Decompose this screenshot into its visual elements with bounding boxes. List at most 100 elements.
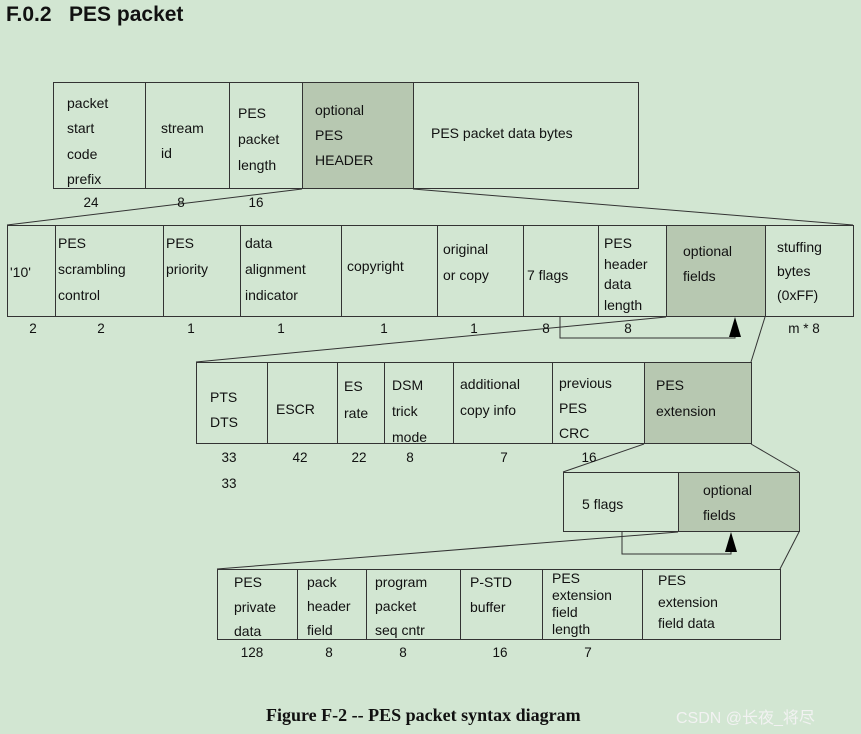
p-std-buffer-field-label-line: buffer — [470, 598, 506, 615]
five-flags-field-label-line: 5 flags — [582, 496, 624, 512]
row3-bit-width: 42 — [292, 450, 308, 465]
stream-id-field-label-line: stream — [161, 120, 204, 136]
p-std-buffer-field-label-line: P-STD — [470, 574, 512, 590]
loop-arrow-icon — [725, 532, 737, 552]
stream-id-field: stream id — [145, 82, 230, 189]
copyright-field-label-line: copyright — [347, 258, 404, 274]
pes-private-data-field-label-line: PES — [234, 574, 263, 590]
row2-bit-width: 1 — [187, 321, 195, 336]
row2-bit-width: 8 — [624, 321, 632, 336]
pes-header-data-length-field-label-line: PES — [604, 235, 633, 251]
additional-copy-info-field-label-line: additional — [460, 376, 520, 392]
expand-line-right — [779, 531, 800, 570]
pts-dts-field-label-line: DTS — [210, 414, 238, 430]
pack-header-field-label-line: field — [307, 622, 333, 638]
es-rate-field-label-line: rate — [344, 405, 369, 421]
row5-bit-width: 16 — [492, 645, 508, 660]
pes-extension-field-length-field-label-line: extension — [552, 587, 612, 603]
pes-packet-length-field-label-line: length — [238, 157, 277, 173]
previous-pes-crc-field-label-line: previous — [559, 375, 612, 391]
row2-bit-width: 2 — [29, 321, 37, 336]
pack-header-field-label-line: header — [307, 598, 351, 614]
row5-bit-width: 8 — [399, 645, 407, 660]
figure-caption: Figure F-2 -- PES packet syntax diagram — [266, 705, 581, 725]
packet-start-code-prefix-field-label-line: start — [67, 120, 95, 137]
row3-bit-width: 8 — [406, 450, 414, 465]
watermark-text: CSDN @长夜_将尽 — [676, 710, 815, 727]
program-packet-seq-cntr-field-label-line: seq cntr — [375, 622, 425, 638]
row2-bit-width: 1 — [470, 321, 478, 336]
pes-extension-field-length-field-label-line: length — [552, 621, 591, 637]
section-title: F.0.2 PES packet — [6, 3, 184, 26]
data-alignment-indicator-field-label-line: data — [245, 235, 273, 251]
packet-start-code-prefix-field-label-line: code — [67, 145, 98, 162]
pes-packet-length-field-label-line: packet — [238, 131, 280, 147]
data-alignment-indicator-field-label-line: indicator — [245, 287, 298, 303]
dsm-trick-mode-field-label-line: mode — [392, 429, 428, 445]
row3-bit-width: 7 — [500, 450, 508, 465]
extension-optional-fields-field-label-line: optional — [703, 482, 753, 498]
pes-packet-data-bytes-field: PES packet data bytes — [413, 82, 639, 189]
optional-pes-header-field-label-line: optional — [315, 102, 365, 118]
pes-header-data-length-field-label-line: length — [604, 296, 643, 313]
pes-packet-data-bytes-field-label-line: PES packet data bytes — [431, 125, 573, 141]
pes-private-data-field-label-line: private — [234, 598, 277, 615]
original-or-copy-field-label-line: original — [443, 241, 489, 257]
pes-scrambling-control-field-label-line: control — [58, 287, 101, 303]
pes-header-data-length-field-label-line: header — [604, 255, 648, 272]
marker-bits-field-label-line: '10' — [10, 264, 31, 280]
expand-line-left — [6, 188, 303, 226]
seven-flags-field: 7 flags — [523, 225, 599, 317]
optional-fields-field-label-line: fields — [683, 268, 716, 284]
stuffing-bytes-field-label-line: bytes — [777, 263, 811, 279]
row3-bit-width: 22 — [351, 450, 367, 465]
optional-pes-header-field-label-line: PES — [315, 127, 344, 143]
pes-priority-field-label-line: PES — [166, 235, 195, 251]
pes-private-data-field-label-line: data — [234, 623, 262, 639]
dsm-trick-mode-field-label-line: DSM — [392, 377, 424, 393]
row2-bit-width: 1 — [277, 321, 285, 336]
pes-header-data-length-field-label-line: data — [604, 276, 632, 292]
pes-extension-field-data-field-label-line: PES — [658, 572, 687, 588]
previous-pes-crc-field-label-line: CRC — [559, 425, 590, 441]
dsm-trick-mode-field-label-line: trick — [392, 403, 418, 419]
row3-bit-width: 33 — [221, 476, 237, 491]
row3-bit-width: 16 — [581, 450, 597, 465]
seven-flags-field-label-line: 7 flags — [527, 267, 569, 283]
pes-packet-length-field-label-line: PES — [238, 105, 267, 121]
packet-start-code-prefix-field-label-line: prefix — [67, 170, 102, 187]
pes-scrambling-control-field-label-line: scrambling — [58, 261, 126, 277]
row2-bit-width: 2 — [97, 321, 105, 336]
optional-fields-field-label-line: optional — [683, 243, 733, 259]
pes-private-data-field: PES private data — [217, 569, 298, 640]
copyright-field: copyright — [341, 225, 438, 317]
stream-id-field-label-line: id — [161, 145, 172, 161]
row1-bit-width: 24 — [83, 195, 99, 210]
stuffing-bytes-field-label-line: (0xFF) — [777, 287, 819, 303]
optional-fields-field: optional fields — [666, 225, 766, 317]
row5-bit-width: 8 — [325, 645, 333, 660]
pts-dts-field-label-line: PTS — [210, 389, 238, 405]
expand-line-right — [750, 443, 800, 473]
expand-line-left — [562, 443, 645, 473]
row5-bit-width: 7 — [584, 645, 592, 660]
pes-header-data-length-field: PES header data length — [598, 225, 667, 317]
program-packet-seq-cntr-field-label-line: program — [375, 574, 428, 590]
five-flags-field: 5 flags — [563, 472, 679, 532]
p-std-buffer-field: P-STD buffer — [460, 569, 543, 640]
row3-bit-width: 33 — [221, 450, 237, 465]
row2-bit-width: m * 8 — [788, 321, 820, 336]
